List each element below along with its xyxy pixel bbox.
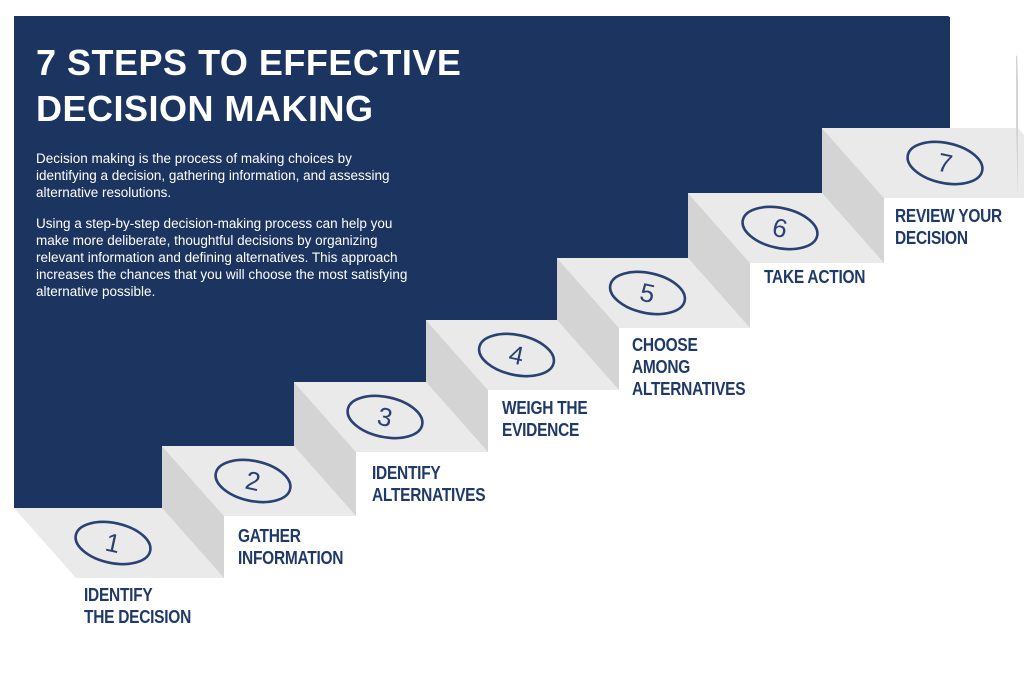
step-tread [557,258,750,328]
step-tread [426,320,619,390]
corner-mask [948,0,1024,60]
step-5: 5 [557,193,750,328]
step-label-line: TAKE ACTION [764,267,866,287]
step-number: 2 [243,465,263,497]
title-line-1: 7 STEPS TO EFFECTIVE [36,42,462,83]
step-label-line: EVIDENCE [502,420,580,440]
step-number-badge [346,394,424,440]
page-title: 7 STEPS TO EFFECTIVE DECISION MAKING [36,40,556,132]
step-6: 6 [688,128,884,263]
step-number: 1 [103,527,123,559]
step-number-badge [608,270,687,316]
step-2: 2 [162,382,356,516]
step-riser [557,258,619,390]
step-number: 6 [770,212,790,244]
step-riser [822,128,884,263]
step-number-badge [906,140,984,186]
step-riser [688,193,750,328]
step-3: 3 [294,320,488,452]
step-label-line: INFORMATION [238,548,344,568]
step-number-badge [214,458,292,504]
step-label-line: CHOOSE [632,335,698,355]
step-tread [294,382,488,452]
step-number: 7 [935,147,955,179]
step-tread [14,508,224,578]
step-label-line: AMONG [632,357,691,377]
step-1: 1 [14,446,224,578]
step-label-line: ALTERNATIVES [632,379,746,399]
step-label-line: IDENTIFY [372,463,441,483]
step-label-line: THE DECISION [84,607,192,627]
step-label-line: GATHER [238,526,301,546]
intro-text: Decision making is the process of making… [36,150,416,314]
step-tread [688,193,884,263]
step-label-line: DECISION [895,228,968,248]
step-label-line: ALTERNATIVES [372,485,486,505]
intro-paragraph-2: Using a step-by-step decision-making pro… [36,216,408,299]
step-number: 4 [506,339,526,371]
step-riser [294,382,356,516]
step-riser [162,446,224,578]
step-riser [426,320,488,452]
step-label-line: WEIGH THE [502,398,588,418]
step-label-line: REVIEW YOUR [895,206,1002,226]
step-tread [162,446,356,516]
steps-layer: 1 2 3 4 5 6 7 [14,0,1024,578]
intro-paragraph-1: Decision making is the process of making… [36,151,390,200]
step-number-badge [741,205,819,251]
step-number-badge [74,520,152,566]
step-number: 5 [637,277,657,309]
step-number-badge [477,332,556,378]
title-line-2: DECISION MAKING [36,88,374,129]
step-riser [1016,16,1018,198]
step-label-6: TAKE ACTION [764,266,865,288]
step-label-line: IDENTIFY [84,585,153,605]
step-7: 7 [822,16,1024,198]
step-4: 4 [426,258,619,390]
step-number: 3 [375,401,395,433]
navy-background-panel [14,16,950,508]
